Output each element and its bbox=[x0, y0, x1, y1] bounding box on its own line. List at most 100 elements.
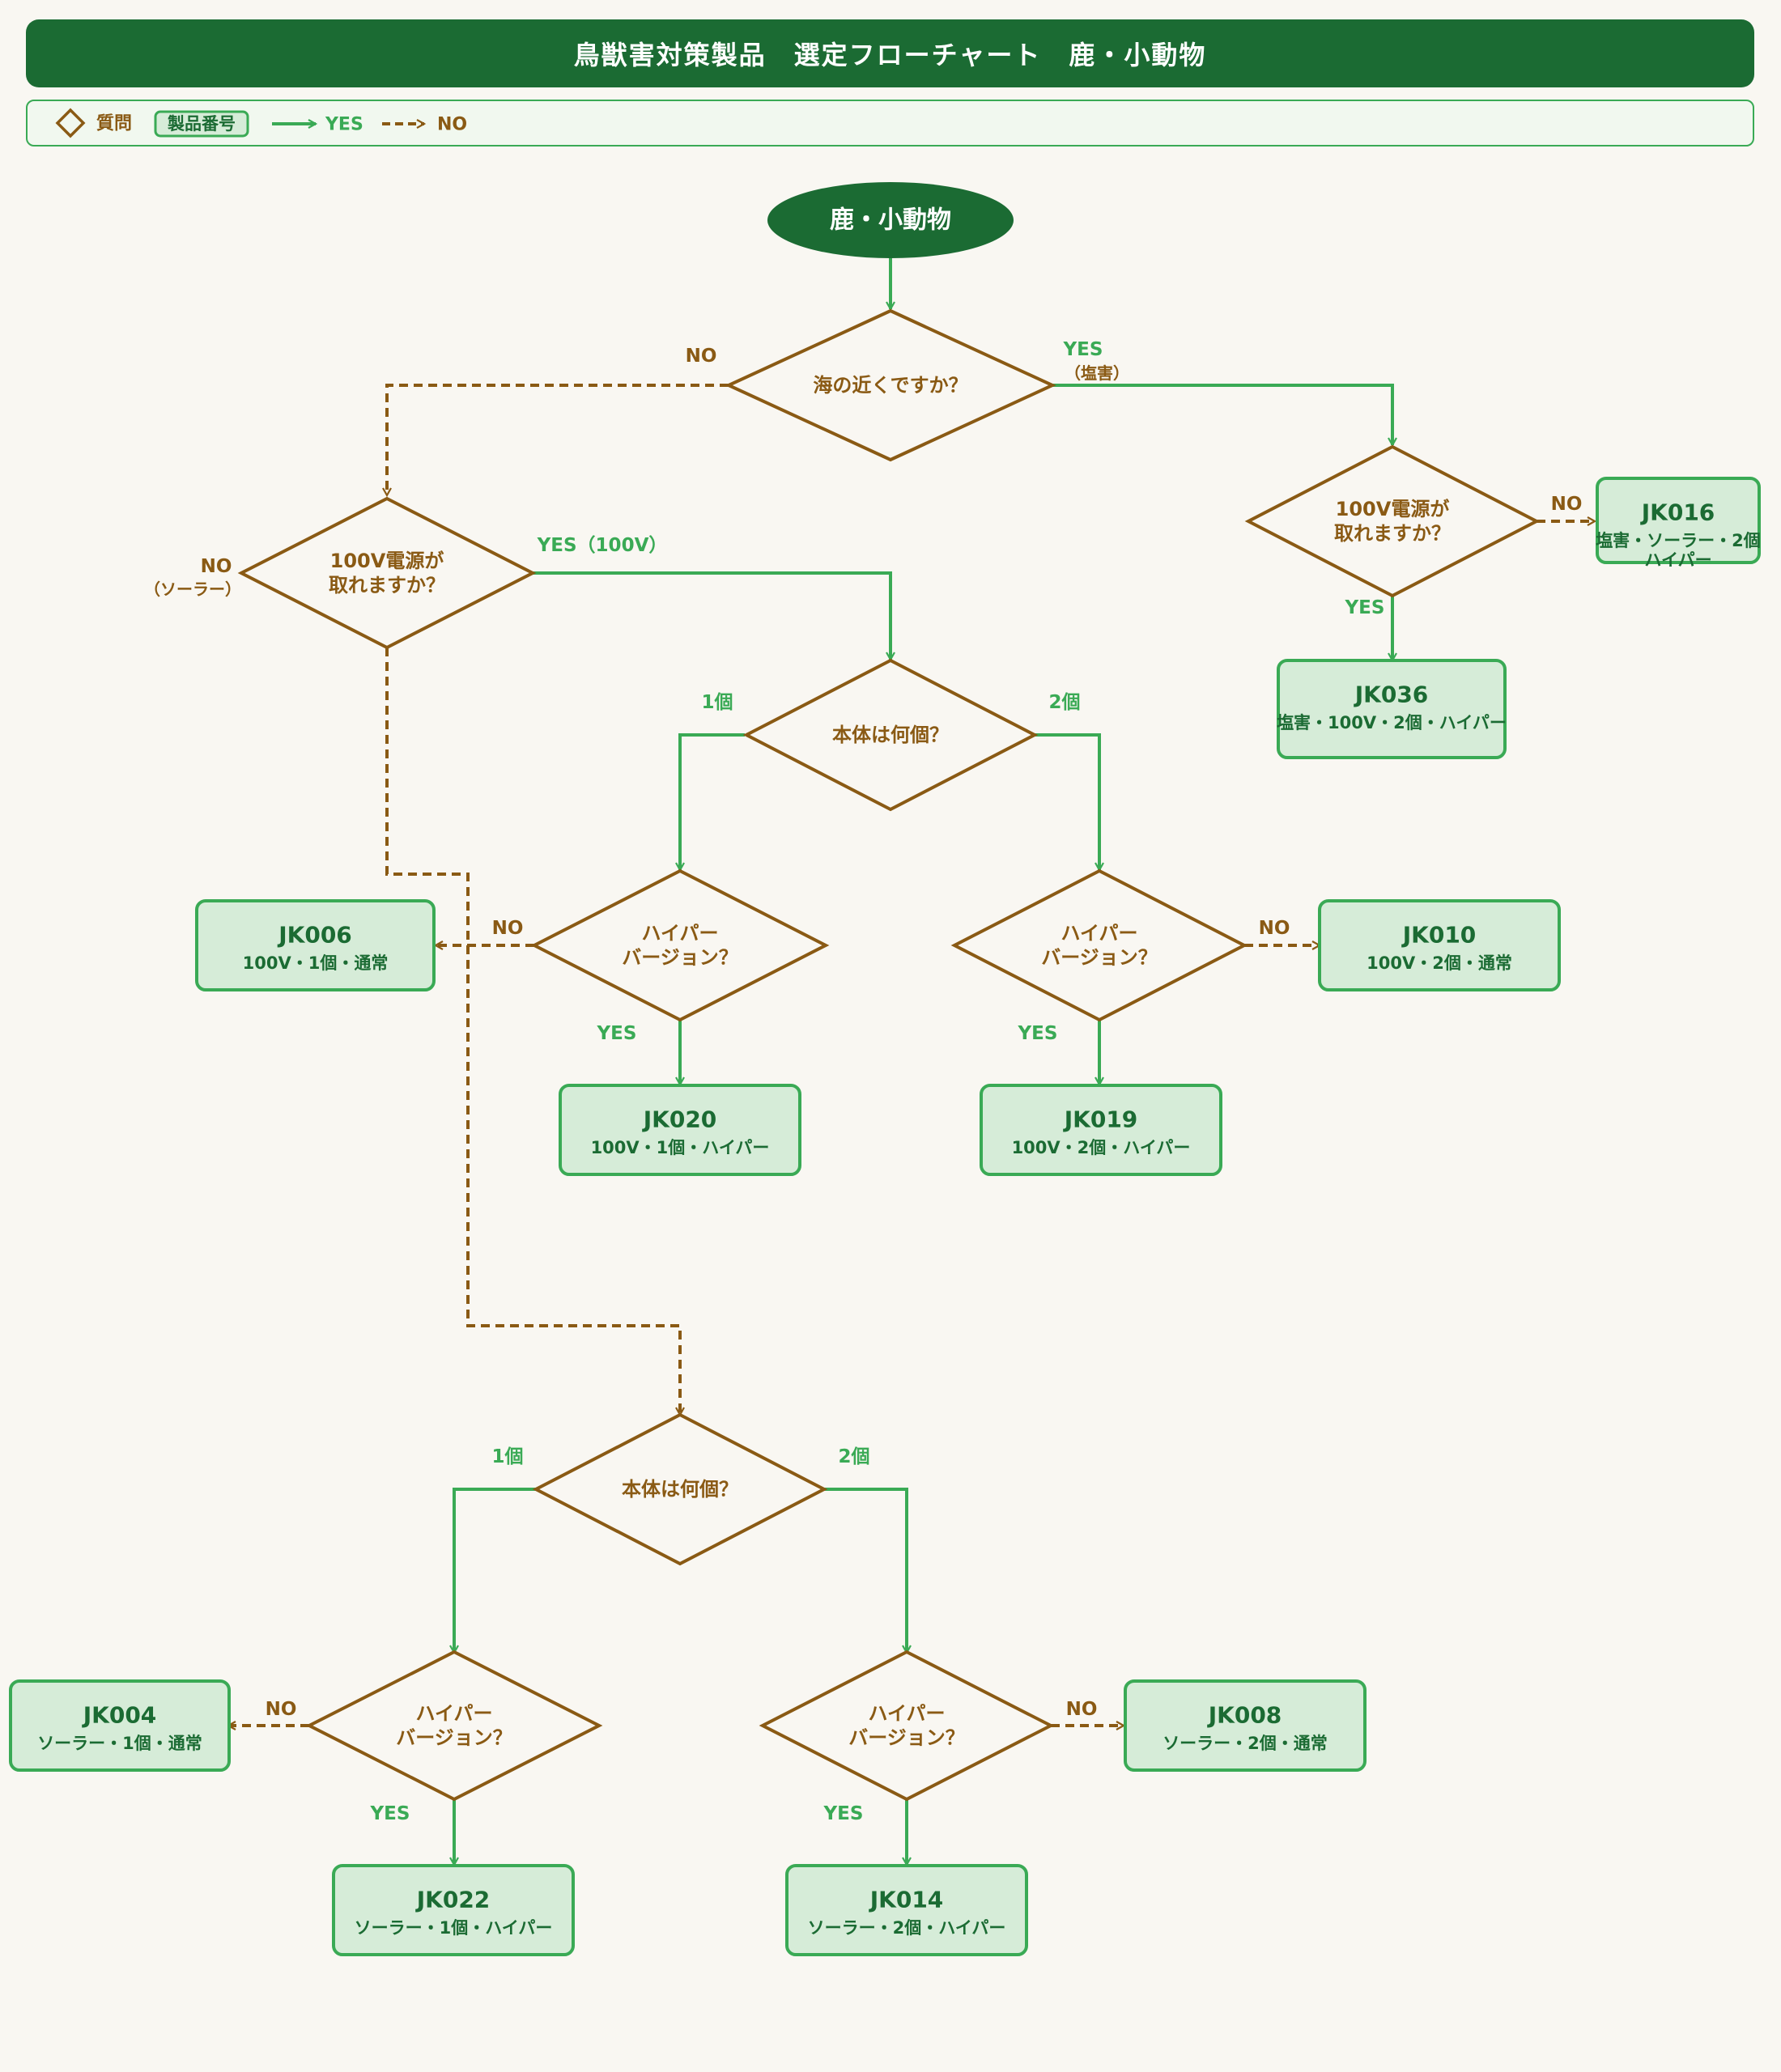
product-jk004-desc: ソーラー・1個・通常 bbox=[37, 1734, 202, 1753]
question-power-left-text: 100V電源が bbox=[330, 550, 444, 572]
product-jk010-code: JK010 bbox=[1401, 922, 1477, 949]
label-sea-no: NO bbox=[686, 346, 717, 367]
label-hyper-a2-no: NO bbox=[1259, 918, 1290, 939]
product-jk036: JK036 塩害・100V・2個・ハイパー bbox=[1277, 659, 1507, 759]
product-jk020-desc: 100V・1個・ハイパー bbox=[591, 1138, 770, 1157]
product-jk022-box bbox=[332, 1864, 575, 1956]
question-power-right-text: 100V電源が bbox=[1336, 498, 1450, 520]
product-jk010-desc: 100V・2個・通常 bbox=[1367, 953, 1512, 973]
product-jk016-desc: ハイパー bbox=[1644, 550, 1711, 570]
label-hyper-a1-yes: YES bbox=[597, 1023, 637, 1044]
product-jk010: JK010 100V・2個・通常 bbox=[1318, 899, 1561, 991]
question-hyper-b2-text: バージョン？ bbox=[848, 1726, 965, 1749]
label-left-power-yes: YES（100V） bbox=[537, 534, 668, 556]
label-count-a-one: 1個 bbox=[701, 692, 733, 713]
question-power-right-text: 取れますか？ bbox=[1334, 522, 1451, 545]
product-jk022-desc: ソーラー・1個・ハイパー bbox=[355, 1918, 553, 1938]
question-hyper-b1-text: バージョン？ bbox=[396, 1726, 512, 1749]
legend-product-label: 製品番号 bbox=[167, 114, 236, 134]
question-power-left-text: 取れますか？ bbox=[329, 574, 445, 597]
question-sea: 海の近くですか？ bbox=[725, 308, 1056, 462]
label-left-power-no-sub: （ソーラー） bbox=[144, 580, 241, 599]
question-hyper-a1-shape bbox=[530, 868, 830, 1022]
start-text: 鹿・小動物 bbox=[830, 206, 951, 235]
diamond-icon bbox=[55, 108, 86, 138]
label-hyper-a2-yes: YES bbox=[1018, 1023, 1058, 1044]
start-ellipse bbox=[767, 182, 1014, 258]
product-jk036-box bbox=[1277, 659, 1507, 759]
edge-sea-no bbox=[387, 384, 729, 495]
product-jk014-code: JK014 bbox=[869, 1887, 944, 1913]
product-jk019: JK019 100V・2個・ハイパー bbox=[980, 1084, 1222, 1176]
edge-sea-yes bbox=[1052, 384, 1392, 445]
question-hyper-b2-shape bbox=[759, 1650, 1055, 1802]
question-count-b: 本体は何個？ bbox=[532, 1412, 828, 1566]
edge-left-power-no bbox=[385, 648, 680, 1415]
edge-count-b-two bbox=[824, 1488, 907, 1653]
product-jk020-box bbox=[559, 1084, 801, 1176]
label-hyper-b2-yes: YES bbox=[823, 1803, 864, 1824]
product-jk016-desc: 塩害・ソーラー・2個 bbox=[1596, 531, 1761, 550]
product-jk036-code: JK036 bbox=[1354, 681, 1429, 708]
label-hyper-a1-no: NO bbox=[492, 918, 524, 939]
question-sea-shape bbox=[725, 308, 1056, 462]
label-sea-yes: YES bbox=[1063, 339, 1103, 360]
product-jk004-code: JK004 bbox=[82, 1702, 157, 1729]
product-jk008-desc: ソーラー・2個・通常 bbox=[1163, 1734, 1328, 1753]
product-jk006-box bbox=[195, 899, 436, 991]
question-hyper-a2-text: バージョン？ bbox=[1041, 946, 1158, 969]
question-power-left-shape bbox=[237, 496, 537, 650]
product-jk006-code: JK006 bbox=[277, 922, 352, 949]
label-right-power-no: NO bbox=[1551, 494, 1583, 515]
product-jk036-desc: 塩害・100V・2個・ハイパー bbox=[1277, 713, 1507, 732]
product-jk020-code: JK020 bbox=[642, 1106, 717, 1133]
question-hyper-b2-text: ハイパー bbox=[868, 1702, 945, 1725]
product-jk022: JK022 ソーラー・1個・ハイパー bbox=[332, 1864, 575, 1956]
label-count-b-two: 2個 bbox=[838, 1446, 869, 1467]
edge-count-b-one bbox=[454, 1488, 536, 1653]
edge-left-power-yes bbox=[533, 571, 890, 660]
label-sea-yes-sub: （塩害） bbox=[1065, 363, 1129, 383]
question-count-b-shape bbox=[532, 1412, 828, 1566]
product-jk006-desc: 100V・1個・通常 bbox=[243, 953, 389, 973]
product-jk016-box bbox=[1596, 477, 1761, 564]
label-left-power-no: NO bbox=[201, 556, 232, 577]
label-count-b-one: 1個 bbox=[491, 1446, 523, 1467]
question-hyper-a2-shape bbox=[950, 868, 1248, 1022]
product-jk022-code: JK022 bbox=[415, 1887, 491, 1913]
question-hyper-b1-text: ハイパー bbox=[415, 1702, 492, 1725]
edge-count-a-one bbox=[680, 733, 745, 870]
question-power-right-shape bbox=[1244, 444, 1541, 598]
product-jk006: JK006 100V・1個・通常 bbox=[195, 899, 436, 991]
label-hyper-b2-no: NO bbox=[1066, 1699, 1098, 1720]
product-jk016-code: JK016 bbox=[1640, 499, 1715, 526]
product-jk020: JK020 100V・1個・ハイパー bbox=[559, 1084, 801, 1176]
product-jk019-box bbox=[980, 1084, 1222, 1176]
label-hyper-b1-yes: YES bbox=[370, 1803, 410, 1824]
product-jk008-box bbox=[1124, 1679, 1367, 1772]
question-count-a-shape bbox=[742, 658, 1039, 812]
product-jk004: JK004 ソーラー・1個・通常 bbox=[9, 1679, 231, 1772]
question-hyper-a1-text: バージョン？ bbox=[622, 946, 738, 969]
label-count-a-two: 2個 bbox=[1048, 692, 1080, 713]
product-jk019-desc: 100V・2個・ハイパー bbox=[1012, 1138, 1191, 1157]
start-node: 鹿・小動物 bbox=[767, 182, 1014, 258]
question-count-a-text: 本体は何個？ bbox=[832, 724, 949, 746]
legend-product-swatch bbox=[154, 110, 249, 138]
label-right-power-yes: YES bbox=[1345, 597, 1385, 618]
page-title: 鳥獣害対策製品 選定フローチャート 鹿・小動物 bbox=[26, 19, 1754, 87]
question-count-a: 本体は何個？ bbox=[742, 658, 1039, 812]
edge-count-a-two bbox=[1035, 733, 1099, 870]
question-hyper-a2-text: ハイパー bbox=[1061, 922, 1137, 945]
product-jk019-code: JK019 bbox=[1063, 1106, 1138, 1133]
product-jk004-box bbox=[9, 1679, 231, 1772]
label-hyper-b1-no: NO bbox=[266, 1699, 297, 1720]
